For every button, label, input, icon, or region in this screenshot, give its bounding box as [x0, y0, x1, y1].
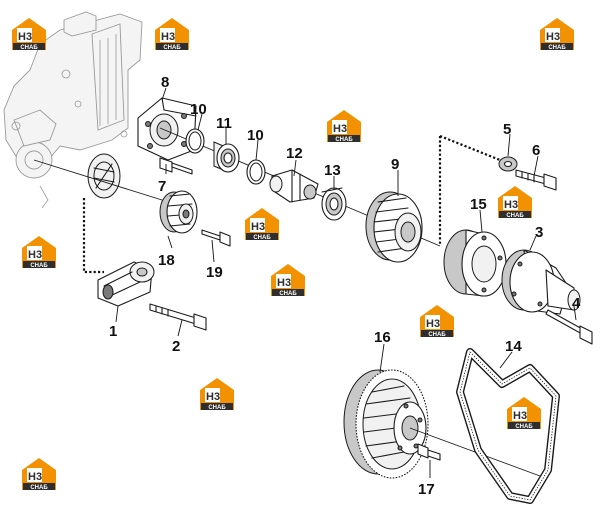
callout-15: 15: [470, 196, 487, 213]
watermark-logo: H3 СНАБ: [22, 458, 56, 491]
callout-16: 16: [374, 329, 391, 346]
callout-13: 13: [324, 162, 341, 179]
watermark-logo: H3 СНАБ: [22, 236, 56, 269]
callout-4: 4: [572, 295, 581, 312]
callout-labels: 1 2 3 4 5 6 7 8 9 10 10 11 12 13 14 15 1…: [109, 74, 581, 498]
svg-text:СНАБ: СНАБ: [515, 424, 533, 430]
watermark-logo: H3 СНАБ: [12, 18, 46, 51]
svg-text:СНАБ: СНАБ: [428, 332, 446, 338]
callout-5: 5: [503, 121, 511, 138]
pulley-hub: [501, 249, 581, 315]
svg-text:СНАБ: СНАБ: [208, 405, 226, 411]
svg-text:H3: H3: [426, 318, 440, 330]
svg-text:СНАБ: СНАБ: [335, 137, 353, 143]
callout-8: 8: [161, 74, 169, 91]
callout-2: 2: [172, 338, 180, 355]
serpentine-belt: [456, 348, 560, 504]
svg-text:H3: H3: [546, 31, 560, 43]
watermark-logo: H3 СНАБ: [155, 18, 189, 51]
svg-text:СНАБ: СНАБ: [506, 213, 524, 219]
svg-text:H3: H3: [28, 471, 42, 483]
svg-text:СНАБ: СНАБ: [548, 45, 566, 51]
watermark-logo: H3 СНАБ: [498, 186, 532, 219]
svg-text:H3: H3: [277, 277, 291, 289]
callout-14: 14: [505, 338, 522, 355]
callout-12: 12: [286, 145, 303, 162]
shaft-bearing: [321, 187, 347, 221]
svg-text:H3: H3: [513, 410, 527, 422]
watermark-logo: H3 СНАБ: [420, 305, 454, 338]
callout-10-second: 10: [247, 127, 264, 144]
watermark-logo: H3 СНАБ: [200, 378, 234, 411]
svg-text:СНАБ: СНАБ: [279, 291, 297, 297]
hub-bolt: [515, 169, 557, 191]
watermark-logo: H3 СНАБ: [540, 18, 574, 51]
svg-text:H3: H3: [206, 391, 220, 403]
spacer-ring: [443, 229, 507, 297]
belt-tensioner: [97, 261, 155, 307]
callout-17: 17: [418, 481, 435, 498]
svg-text:СНАБ: СНАБ: [30, 263, 48, 269]
tensioner-bolt: [149, 303, 207, 331]
callout-19: 19: [206, 264, 223, 281]
callout-11: 11: [216, 115, 232, 132]
watermark-logos: H3 СНАБ H3 СНАБ H3 СНАБ H3 СНАБ: [12, 18, 574, 491]
idler-pulley: [159, 190, 198, 234]
callout-leaders: [115, 87, 577, 478]
watermark-logo: H3 СНАБ: [507, 397, 541, 430]
crank-pulley-bolt: [417, 443, 441, 461]
pulley-bolt: [201, 229, 231, 247]
svg-text:H3: H3: [161, 31, 175, 43]
callout-3: 3: [535, 224, 543, 241]
svg-text:H3: H3: [28, 249, 42, 261]
svg-text:СНАБ: СНАБ: [253, 235, 271, 241]
callout-9: 9: [391, 156, 399, 173]
svg-text:СНАБ: СНАБ: [30, 485, 48, 491]
callout-6: 6: [532, 142, 540, 159]
svg-text:H3: H3: [18, 31, 32, 43]
bearing-housing: [137, 97, 197, 161]
assembly-guides: [82, 134, 501, 274]
callout-1: 1: [109, 323, 117, 340]
crankshaft-pulley: [343, 369, 429, 479]
svg-text:H3: H3: [504, 199, 518, 211]
grooved-pulley: [365, 191, 423, 263]
idler-shaft: [269, 169, 319, 203]
svg-text:H3: H3: [251, 221, 265, 233]
circlip: [185, 128, 205, 154]
svg-text:СНАБ: СНАБ: [163, 45, 181, 51]
callout-10: 10: [190, 101, 207, 118]
svg-text:СНАБ: СНАБ: [20, 45, 38, 51]
watermark-logo: H3 СНАБ: [271, 264, 305, 297]
callout-18: 18: [158, 252, 175, 269]
svg-text:H3: H3: [333, 123, 347, 135]
water-pump-impeller: [33, 153, 179, 206]
ball-bearing: [213, 141, 240, 173]
callout-7: 7: [158, 178, 166, 195]
watermark-logo: H3 СНАБ: [327, 110, 361, 143]
washer: [498, 156, 518, 172]
hub-retaining-bolt: [545, 309, 593, 345]
housing-bolt: [159, 157, 193, 175]
circlip-second: [246, 159, 266, 185]
watermark-logo: H3 СНАБ: [245, 208, 279, 241]
